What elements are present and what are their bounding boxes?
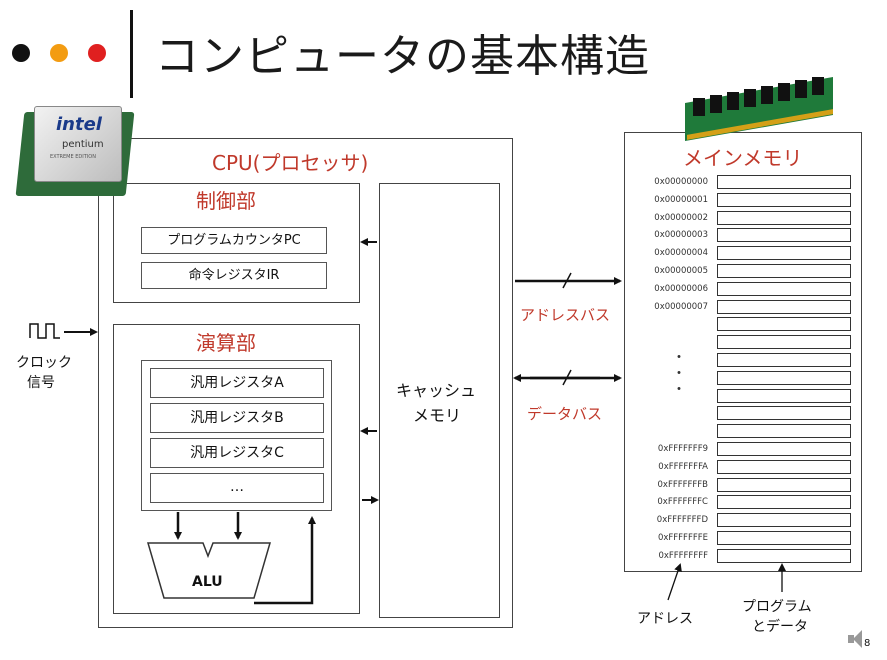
- memory-cell: [717, 210, 851, 225]
- general-register-a: 汎用レジスタA: [150, 368, 324, 398]
- control-unit-title: 制御部: [196, 189, 256, 213]
- memory-address: 0xFFFFFFFC: [657, 497, 708, 508]
- memory-address: 0xFFFFFFFF: [658, 550, 708, 561]
- chip-model: pentium: [62, 139, 104, 150]
- alu-feedback-line: [254, 516, 316, 605]
- ram-chip: [744, 89, 756, 107]
- memory-cell: [717, 406, 851, 421]
- title-divider: [130, 10, 133, 98]
- general-register-c: 汎用レジスタC: [150, 438, 324, 468]
- memory-cell: [717, 477, 851, 492]
- memory-cell: [717, 531, 851, 545]
- data-bus-label: データバス: [527, 405, 603, 423]
- address-bus-slash: [562, 272, 572, 289]
- clock-label-line1: クロック: [16, 355, 72, 371]
- clock-waveform-icon: [29, 323, 60, 339]
- page-number: 8: [864, 638, 871, 649]
- memory-address: 0xFFFFFFF9: [657, 444, 708, 454]
- main-memory-title: メインメモリ: [683, 146, 803, 170]
- memory-cell: [717, 495, 851, 510]
- memory-cell: [717, 548, 851, 563]
- memory-address: 0x00000006: [654, 283, 708, 294]
- title-dot-black: [12, 44, 30, 62]
- memory-address: 0x00000007: [654, 301, 708, 312]
- memory-address: 0xFFFFFFFA: [658, 461, 708, 472]
- address-ellipsis: ・・・: [672, 350, 686, 398]
- memory-address: 0xFFFFFFFD: [656, 515, 708, 526]
- ram-chip: [795, 80, 807, 98]
- memory-address: 0x00000000: [654, 177, 708, 187]
- cpu-title: CPU(プロセッサ): [212, 151, 369, 175]
- ram-chip: [778, 83, 790, 101]
- ram-chip: [812, 77, 824, 95]
- memory-cell: [717, 370, 851, 385]
- memory-address: 0x00000002: [654, 212, 708, 223]
- memory-cell: [717, 299, 851, 314]
- title-dot-red: [88, 44, 106, 62]
- chip-edition: EXTREME EDITION: [50, 154, 96, 160]
- content-label-line2: とデータ: [752, 619, 808, 635]
- memory-cell: [717, 192, 851, 207]
- arithmetic-unit-title: 演算部: [196, 331, 256, 355]
- cache-label-line1: キャッシュ: [396, 381, 477, 400]
- alu-label: ALU: [192, 574, 223, 590]
- ram-chip: [727, 92, 739, 110]
- memory-cell: [717, 317, 851, 332]
- address-label: アドレス: [637, 611, 693, 627]
- memory-cell: [717, 246, 851, 261]
- ram-module-image: [685, 76, 835, 142]
- memory-cell: [717, 228, 851, 243]
- memory-address: 0xFFFFFFFB: [657, 479, 709, 490]
- content-label-line1: プログラム: [742, 599, 812, 615]
- alu-shape: [147, 542, 271, 599]
- data-bus-slash: [562, 369, 572, 386]
- cache-memory-box: [379, 183, 500, 618]
- memory-cell: [717, 388, 851, 403]
- memory-cell: [717, 513, 851, 528]
- program-counter-register: プログラムカウンタPC: [141, 227, 327, 254]
- memory-cell: [717, 281, 851, 296]
- memory-cell: [717, 353, 851, 367]
- page-title: コンピュータの基本構造: [155, 31, 650, 82]
- register-ellipsis: …: [150, 473, 324, 503]
- cache-label-line2: メモリ: [413, 406, 462, 425]
- chip-brand: intel: [56, 114, 102, 135]
- memory-cell: [717, 442, 851, 456]
- clock-label-line2: 信号: [27, 375, 55, 391]
- memory-address: 0x00000003: [654, 230, 708, 241]
- memory-address: 0x00000004: [654, 248, 708, 259]
- instruction-register: 命令レジスタIR: [141, 262, 327, 289]
- address-bus-label: アドレスバス: [520, 306, 611, 324]
- speaker-icon: [848, 630, 862, 648]
- general-register-b: 汎用レジスタB: [150, 403, 324, 433]
- memory-cell: [717, 335, 851, 350]
- intel-pentium-chip-image: intel pentium EXTREME EDITION: [15, 106, 135, 198]
- title-dot-orange: [50, 44, 68, 62]
- memory-cell: [717, 264, 851, 278]
- ram-chip: [710, 95, 722, 113]
- memory-cell: [717, 459, 851, 474]
- ram-chip: [761, 86, 773, 104]
- address-pointer-line: [667, 563, 682, 601]
- ram-chip: [693, 98, 705, 116]
- memory-cell: [717, 175, 851, 189]
- memory-cell: [717, 424, 851, 439]
- memory-address: 0x00000005: [654, 266, 708, 276]
- memory-address: 0x00000001: [654, 194, 708, 205]
- memory-address: 0xFFFFFFFE: [657, 533, 708, 543]
